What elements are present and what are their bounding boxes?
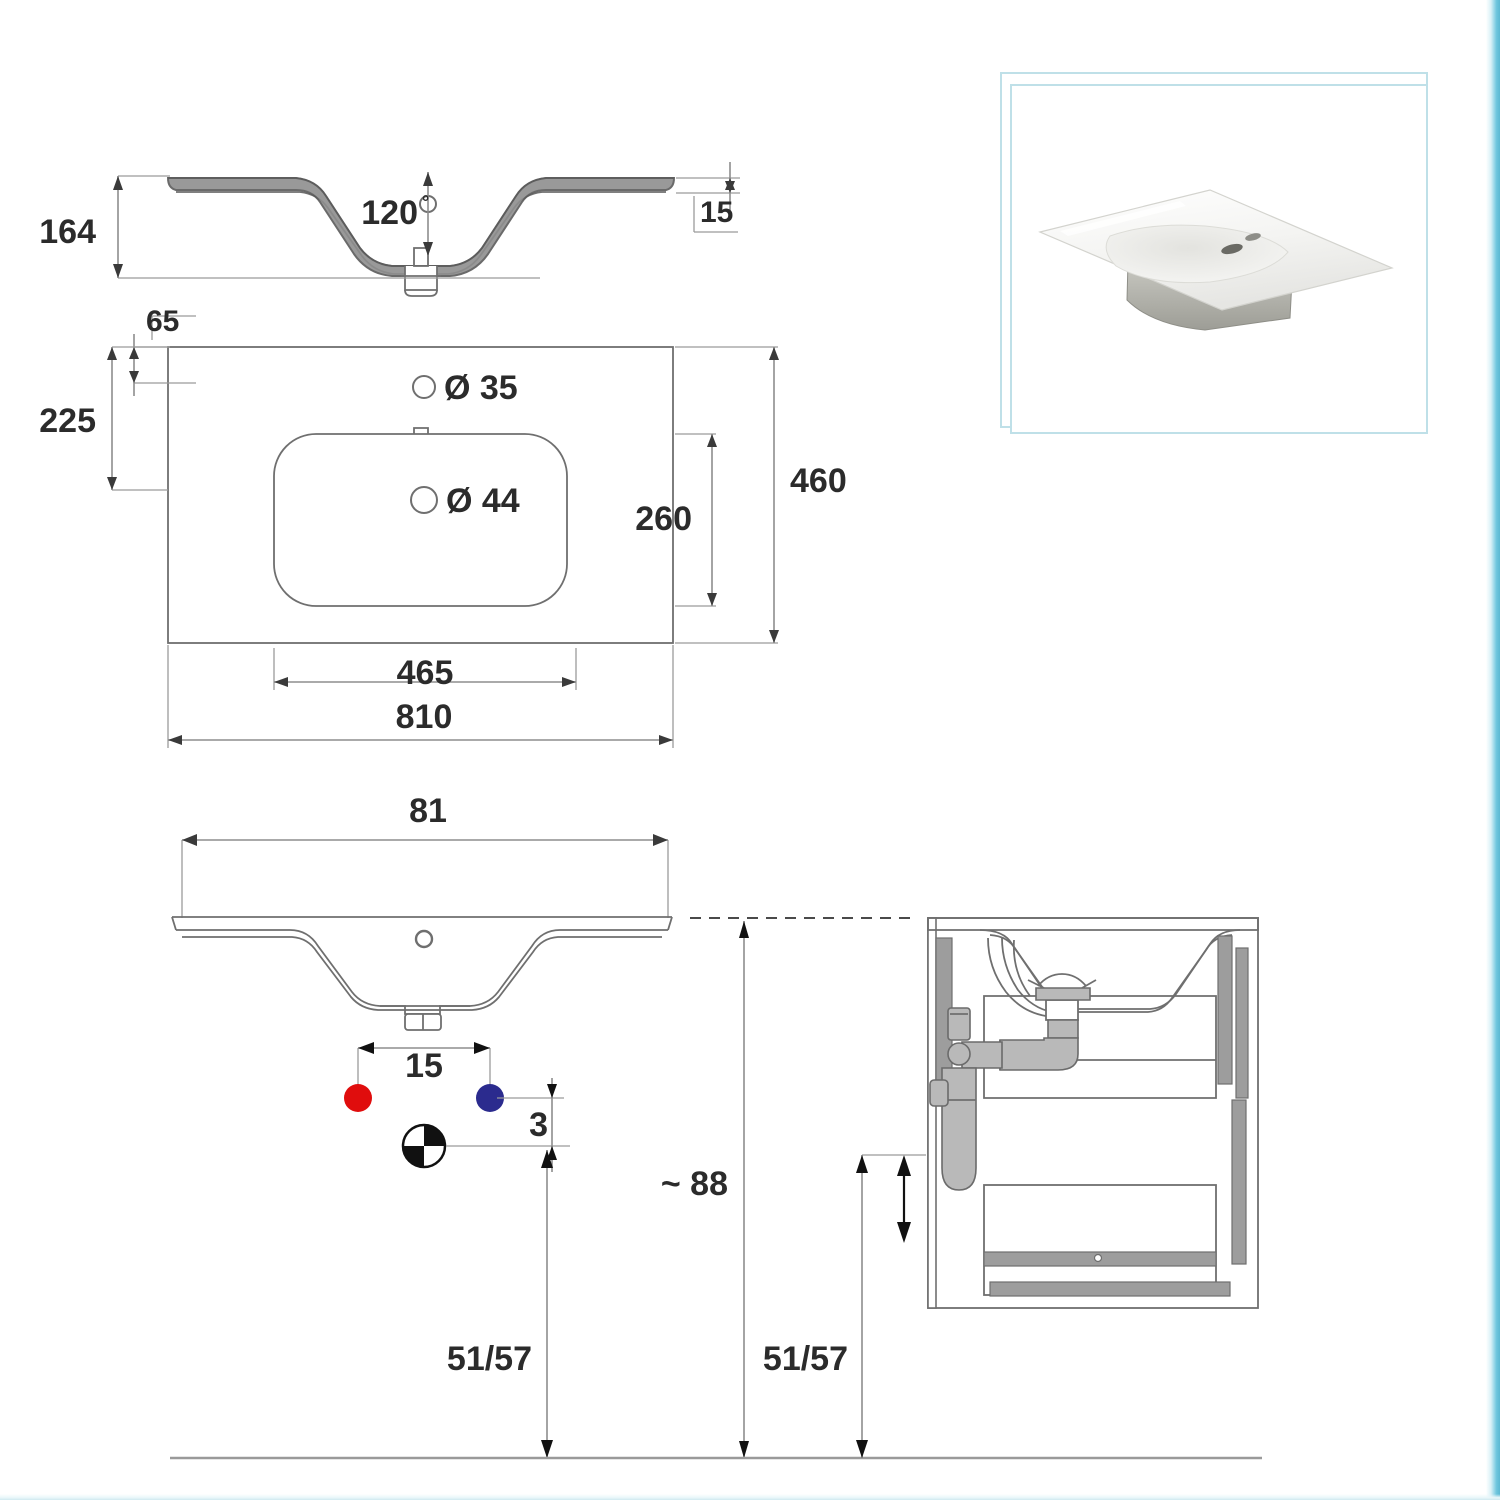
vanity-unit-section bbox=[927, 917, 1259, 1309]
dimension-260: 260 bbox=[635, 433, 717, 607]
basin-front-profile bbox=[171, 916, 673, 1031]
dimension-810-label: 810 bbox=[396, 698, 453, 736]
waste-hole-label: Ø 44 bbox=[446, 482, 520, 520]
sheet-edge-accent-right bbox=[1486, 0, 1500, 1500]
tap-hole-label: Ø 35 bbox=[444, 369, 518, 407]
dimension-88-height-label: ~ 88 bbox=[661, 1165, 728, 1203]
dimension-15-rim: 15 bbox=[676, 162, 740, 233]
dimension-225: 225 bbox=[39, 346, 168, 491]
dimension-164: 164 bbox=[39, 175, 540, 279]
dimension-51-57-left-label: 51/57 bbox=[447, 1340, 532, 1378]
dimension-120-angle: 120 ° bbox=[361, 172, 433, 256]
dimension-51-57-right: 51/57 bbox=[763, 1154, 926, 1458]
dimension-260-label: 260 bbox=[635, 500, 692, 538]
tap-hole-circle bbox=[412, 375, 436, 399]
dimension-460-label: 460 bbox=[790, 462, 847, 500]
height-adjust-arrow bbox=[897, 1155, 911, 1243]
cold-water-marker bbox=[476, 1084, 504, 1112]
dimension-465: 465 bbox=[273, 648, 577, 692]
dimension-65-label: 65 bbox=[146, 305, 179, 338]
sheet-edge-accent-bottom bbox=[0, 1494, 1500, 1500]
dimension-120-label: 120 bbox=[361, 194, 418, 232]
dimension-51-57-left: 51/57 bbox=[447, 1150, 553, 1458]
dimension-810: 810 bbox=[167, 645, 674, 748]
dimension-15-supply-label: 15 bbox=[405, 1047, 443, 1085]
dimension-15-supply: 15 bbox=[357, 1042, 491, 1086]
dimension-88-height: ~ 88 bbox=[661, 921, 749, 1458]
dimension-81-label: 81 bbox=[409, 792, 447, 830]
dimension-164-label: 164 bbox=[39, 213, 96, 251]
dimension-465-label: 465 bbox=[397, 654, 454, 692]
dimension-51-57-right-label: 51/57 bbox=[763, 1340, 848, 1378]
waste-hole-circle bbox=[410, 486, 438, 514]
waste-center-marker bbox=[401, 1123, 447, 1169]
dimension-81: 81 bbox=[181, 792, 669, 918]
dimension-3-label: 3 bbox=[529, 1106, 548, 1144]
hot-water-marker bbox=[344, 1084, 372, 1112]
dimension-225-label: 225 bbox=[39, 402, 96, 440]
dimension-460: 460 bbox=[675, 346, 847, 644]
dimension-3: 3 bbox=[446, 1078, 570, 1172]
degree-symbol: ° bbox=[422, 192, 429, 212]
plan-bowl-outline bbox=[273, 433, 568, 607]
dimension-15-rim-label: 15 bbox=[700, 196, 733, 229]
dimension-65: 65 bbox=[129, 305, 196, 396]
